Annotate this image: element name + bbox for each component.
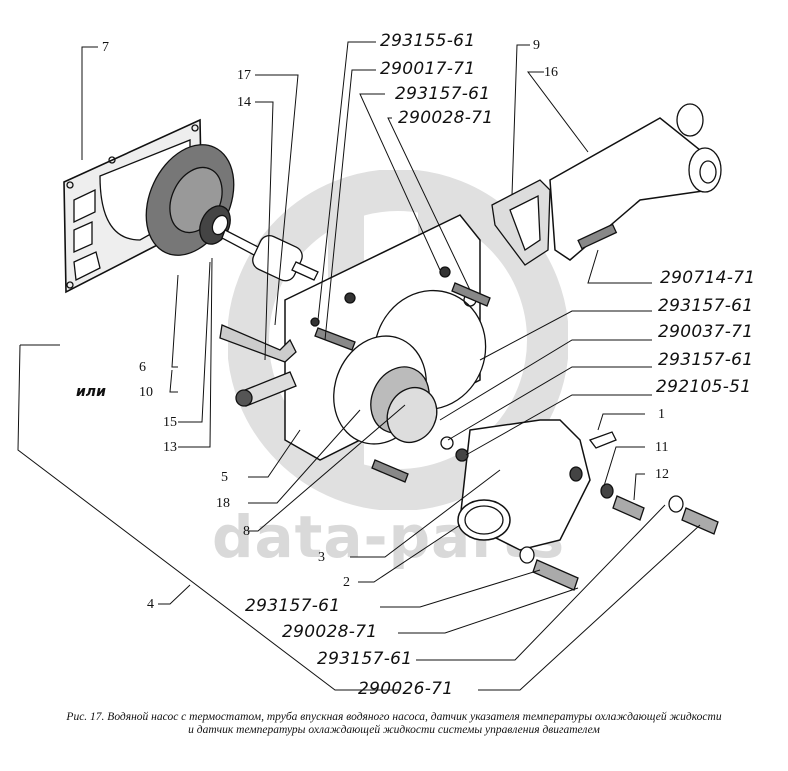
ref-8: 8 bbox=[243, 524, 250, 539]
part-number-label: 293157-61 bbox=[245, 596, 341, 616]
leader-lines bbox=[17, 41, 701, 691]
part-number-label: 292105-51 bbox=[656, 377, 752, 397]
part-number-label: 290028-71 bbox=[398, 108, 494, 128]
fasteners bbox=[314, 282, 719, 591]
shaft-bearing bbox=[221, 229, 319, 282]
ref-7: 7 bbox=[102, 40, 109, 55]
ref-5: 5 bbox=[221, 470, 228, 485]
ref-17: 17 bbox=[237, 68, 251, 83]
bolt bbox=[577, 223, 618, 250]
part-number-label: 290026-71 bbox=[358, 679, 454, 699]
part-number-label: 290028-71 bbox=[282, 622, 378, 642]
caption-line-2: и датчик температуры охлаждающей жидкост… bbox=[188, 724, 600, 736]
ref-18: 18 bbox=[216, 496, 230, 511]
part-number-label: 290714-71 bbox=[660, 268, 756, 288]
part-number-label: 290037-71 bbox=[658, 322, 754, 342]
part-number-label: 293157-61 bbox=[658, 296, 754, 316]
ref-6: 6 bbox=[139, 360, 146, 375]
impeller bbox=[145, 144, 235, 256]
inlet-pipe bbox=[549, 103, 722, 261]
figure-caption: Рис. 17. Водяной насос с термостатом, тр… bbox=[10, 711, 778, 737]
ref-1: 1 bbox=[658, 407, 665, 422]
part-number-label: 293155-61 bbox=[380, 31, 476, 51]
thermostat bbox=[370, 366, 438, 443]
pipe-gasket bbox=[491, 179, 551, 266]
ref-16: 16 bbox=[544, 65, 558, 80]
caption-line-1: Рис. 17. Водяной насос с термостатом, тр… bbox=[66, 711, 722, 723]
alternative-label: или bbox=[76, 384, 106, 400]
ref-14: 14 bbox=[237, 95, 251, 110]
ref-10: 10 bbox=[139, 385, 153, 400]
ref-2: 2 bbox=[343, 575, 350, 590]
temperature-sensors bbox=[219, 324, 297, 407]
part-number-label: 290017-71 bbox=[380, 59, 476, 79]
ref-13: 13 bbox=[163, 440, 177, 455]
ref-11: 11 bbox=[655, 440, 669, 455]
thermostat-cover bbox=[457, 419, 617, 551]
ref-9: 9 bbox=[533, 38, 540, 53]
ref-3: 3 bbox=[318, 550, 325, 565]
part-number-label: 293157-61 bbox=[658, 350, 754, 370]
ref-12: 12 bbox=[655, 467, 669, 482]
ref-15: 15 bbox=[163, 415, 177, 430]
ref-4: 4 bbox=[147, 597, 154, 612]
part-number-label: 293157-61 bbox=[317, 649, 413, 669]
part-number-label: 293157-61 bbox=[395, 84, 491, 104]
